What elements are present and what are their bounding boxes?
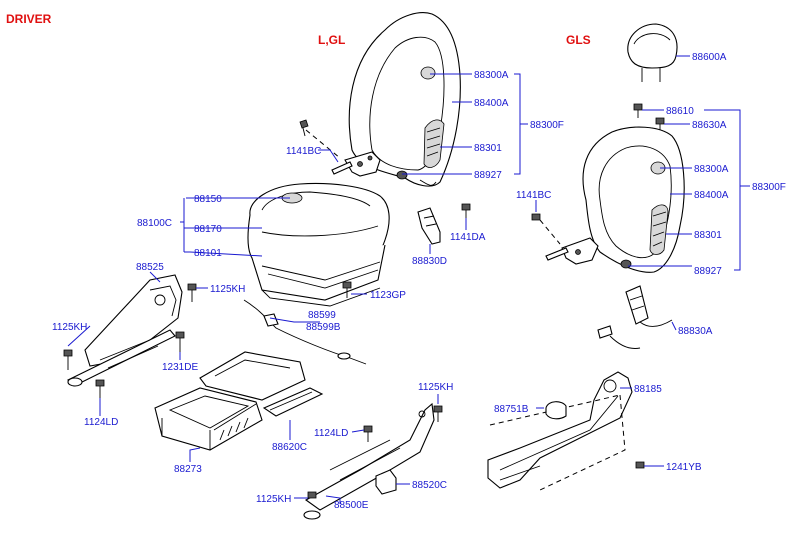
seat-track-88525 — [67, 274, 183, 387]
seat-back-lgl — [348, 12, 461, 187]
label-88610: 88610 — [666, 106, 694, 117]
bolt-88610 — [633, 103, 643, 118]
knob-88751b — [545, 401, 567, 420]
label-88630a: 88630A — [692, 120, 727, 131]
label-88927-left: 88927 — [474, 170, 502, 181]
label-1141bc-right: 1141BC — [516, 190, 551, 201]
label-88273: 88273 — [174, 464, 202, 475]
label-88500e: 88500E — [334, 500, 369, 511]
headrest-88600a — [627, 23, 678, 82]
label-88525: 88525 — [136, 262, 164, 273]
header-driver: DRIVER — [6, 12, 52, 26]
label-88599b: 88599B — [306, 322, 341, 333]
bolt-1125kh-a — [187, 283, 197, 302]
label-1241yb: 1241YB — [666, 462, 702, 473]
label-88520c: 88520C — [412, 480, 447, 491]
side-cover-88185 — [487, 371, 633, 491]
bolt-1241yb — [635, 461, 645, 469]
label-88301-left: 88301 — [474, 143, 502, 154]
recliner-bracket-right — [545, 237, 599, 265]
bolt-1141bc-left — [299, 119, 309, 137]
label-1124ld-b: 1124LD — [314, 428, 348, 439]
label-88599: 88599 — [308, 310, 336, 321]
bolt-1141bc-right — [531, 213, 541, 221]
bolt-1141da — [461, 203, 471, 218]
bolt-1124ld-b — [363, 425, 373, 442]
label-1124ld-a: 1124LD — [84, 417, 118, 428]
bolt-1231de — [175, 331, 185, 352]
bolt-1125kh-c — [433, 405, 443, 422]
label-88751b: 88751B — [494, 404, 529, 415]
leader-lines — [67, 55, 750, 504]
header-lgl: L,GL — [318, 33, 345, 47]
seat-cushion-lgl — [247, 182, 390, 307]
bolt-1125kh-b — [63, 349, 73, 370]
frame-88500e — [303, 402, 435, 520]
label-88170: 88170 — [194, 224, 222, 235]
bracket-88620c — [262, 387, 324, 417]
label-1141da: 1141DA — [450, 232, 486, 243]
header-gls: GLS — [566, 33, 591, 47]
bracket-upper-left — [199, 351, 306, 401]
label-1231de: 1231DE — [162, 362, 198, 373]
label-88300f-left: 88300F — [530, 120, 564, 131]
label-88300a-right: 88300A — [694, 164, 729, 175]
label-88300a-left: 88300A — [474, 70, 509, 81]
label-88620c: 88620C — [272, 442, 307, 453]
label-88101: 88101 — [194, 248, 222, 259]
label-88830d: 88830D — [412, 256, 447, 267]
label-1125kh-a: 1125KH — [210, 284, 245, 295]
label-88927-right: 88927 — [694, 266, 722, 277]
label-1141bc-left: 1141BC — [286, 146, 321, 157]
cable-88599 — [243, 299, 367, 365]
bolt-1123gp — [342, 281, 352, 298]
label-88600a: 88600A — [692, 52, 727, 63]
label-88300f-right: 88300F — [752, 182, 786, 193]
seat-back-gls — [582, 126, 685, 273]
label-88100c: 88100C — [137, 218, 172, 229]
part-labels: 88300A 88400A 88300F 88301 88927 1141BC … — [52, 52, 786, 511]
label-88400a-right: 88400A — [694, 190, 729, 201]
belt-88830a — [597, 285, 673, 349]
storage-tray-88273 — [154, 387, 263, 451]
label-88400a-left: 88400A — [474, 98, 509, 109]
clip-88520c — [375, 469, 397, 495]
label-1125kh-d: 1125KH — [256, 494, 291, 505]
guide-line-right — [539, 219, 561, 245]
label-88185: 88185 — [634, 384, 662, 395]
label-88830a: 88830A — [678, 326, 713, 337]
label-88150: 88150 — [194, 194, 222, 205]
bolt-1124ld-a — [95, 379, 105, 398]
label-1125kh-b: 1125KH — [52, 322, 87, 333]
belt-buckle-88830d — [417, 207, 441, 245]
bolt-1125kh-d — [307, 491, 317, 499]
label-88301-right: 88301 — [694, 230, 722, 241]
label-1123gp: 1123GP — [370, 290, 406, 301]
guide-line — [305, 129, 341, 159]
recliner-bracket-left — [331, 151, 381, 177]
label-1125kh-c: 1125KH — [418, 382, 453, 393]
